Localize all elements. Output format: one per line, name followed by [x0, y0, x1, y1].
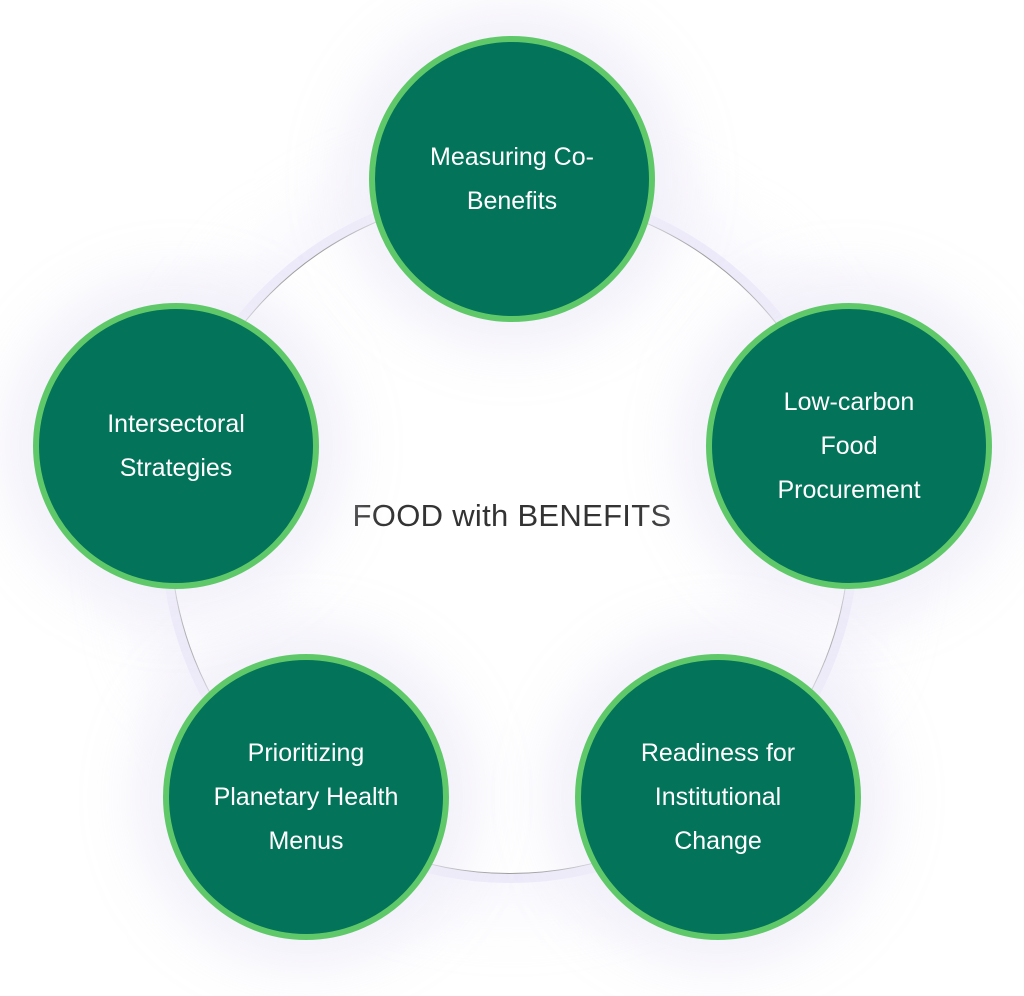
node-label: Prioritizing Planetary Health Menus [213, 739, 399, 855]
diagram-title: FOOD with BENEFITS [352, 498, 672, 533]
node-low-carbon-food-procurement: Low-carbon Food Procurement [706, 303, 992, 589]
node-label: Measuring Co-Benefits [430, 143, 594, 215]
node-label: Low-carbon Food Procurement [777, 388, 921, 504]
node-label: Intersectoral Strategies [107, 410, 245, 482]
node-readiness-institutional-change: Readiness for Institutional Change [575, 654, 861, 940]
node-measuring-co-benefits: Measuring Co-Benefits [369, 36, 655, 322]
node-label: Readiness for Institutional Change [640, 739, 796, 855]
node-intersectoral-strategies: Intersectoral Strategies [33, 303, 319, 589]
node-prioritizing-planetary-health-menus: Prioritizing Planetary Health Menus [163, 654, 449, 940]
